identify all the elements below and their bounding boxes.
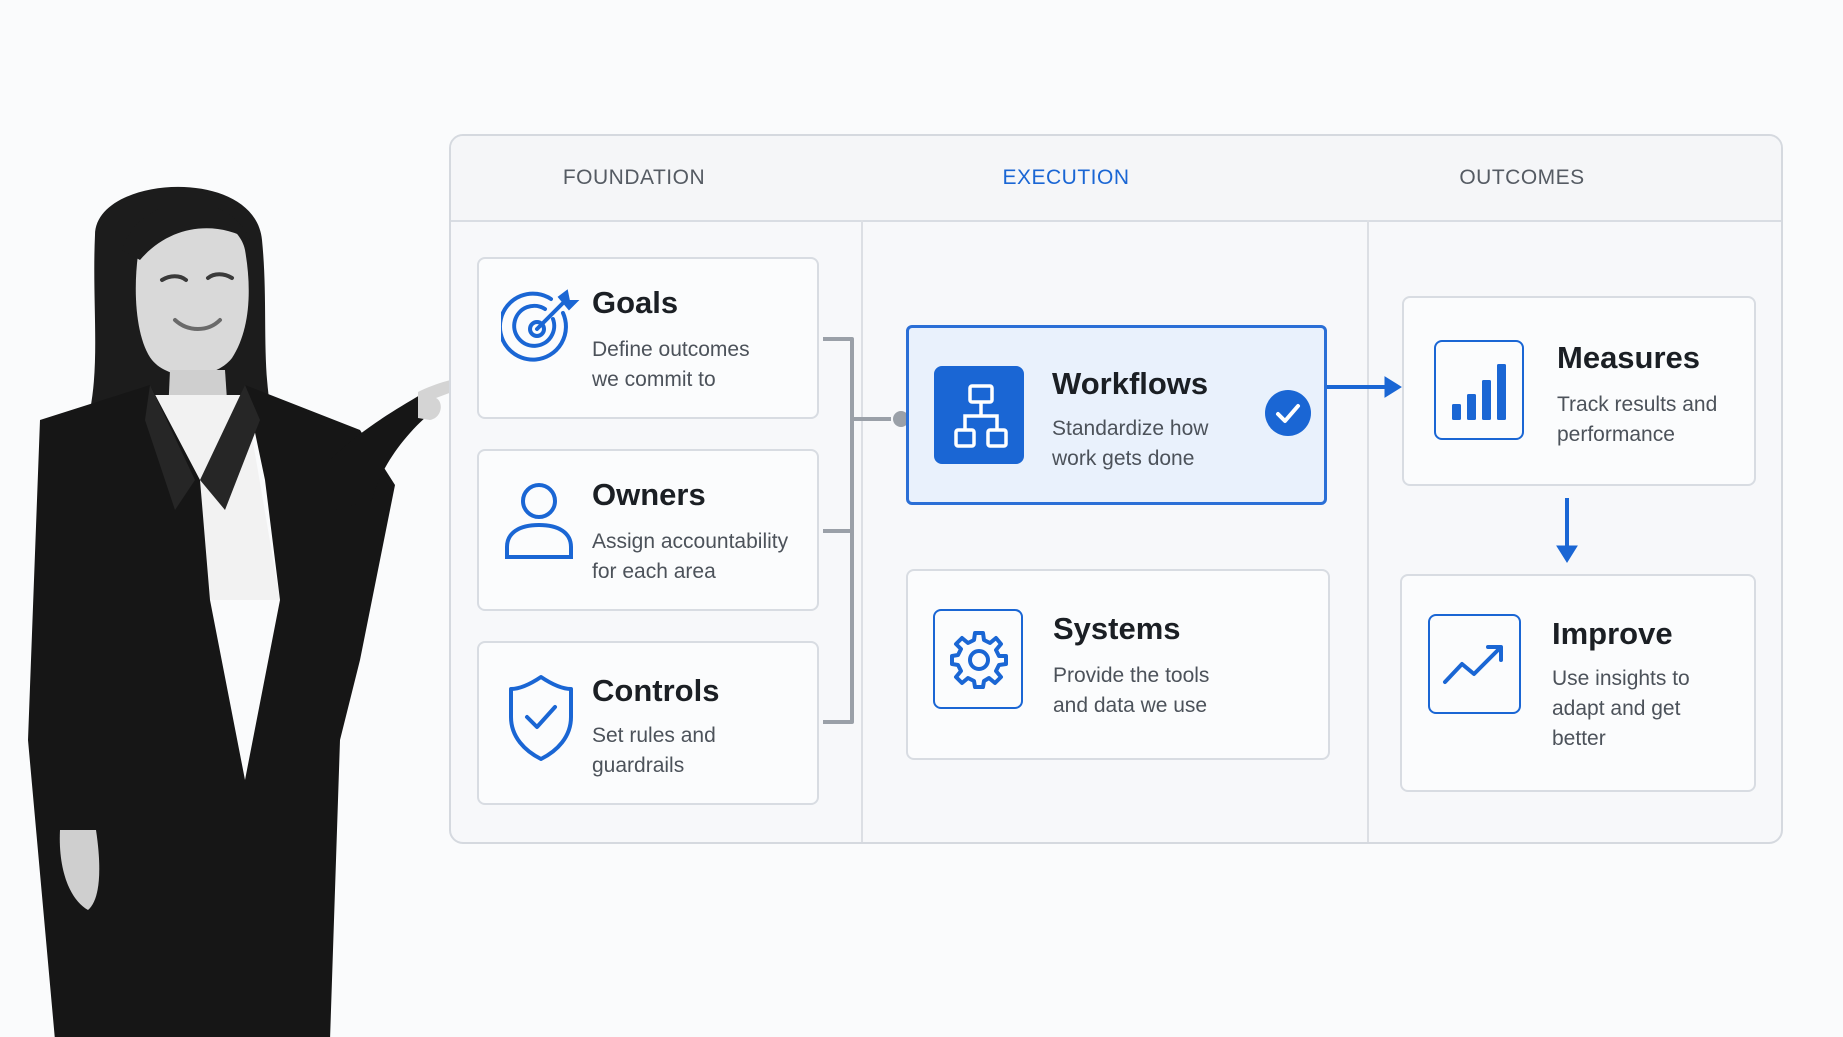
card-measures[interactable]: Measures Track results and performance: [1402, 296, 1756, 486]
panel-header: FOUNDATION EXECUTION OUTCOMES: [451, 136, 1781, 222]
card-title: Goals: [592, 285, 679, 320]
card-description: Standardize how work gets done: [1052, 417, 1209, 470]
checked-badge: [1265, 390, 1311, 436]
card-workflows[interactable]: Workflows Standardize how work gets done: [906, 325, 1327, 505]
column-title-execution: EXECUTION: [1002, 166, 1130, 189]
trend-up-icon: [1443, 645, 1503, 684]
hierarchy-icon: [954, 384, 1008, 448]
bar-chart-icon-box: [1434, 340, 1524, 440]
card-description: Provide the tools and data we use: [1053, 664, 1210, 717]
card-description: Define outcomes we commit to: [592, 338, 750, 391]
framework-panel: FOUNDATION EXECUTION OUTCOMES: [449, 134, 1783, 844]
card-title: Controls: [592, 673, 720, 708]
bar-chart-icon: [1452, 364, 1506, 420]
card-title: Measures: [1557, 340, 1701, 375]
checkmark-icon: [1276, 404, 1300, 423]
presenter-photo: [28, 186, 462, 1037]
card-description: Track results and performance: [1557, 393, 1718, 446]
column-divider: [1367, 220, 1369, 842]
person-icon: [505, 483, 573, 559]
card-title: Workflows: [1052, 366, 1209, 401]
column-title-foundation: FOUNDATION: [562, 166, 706, 189]
card-controls[interactable]: Controls Set rules and guardrails: [477, 641, 819, 805]
card-description: Use insights to adapt and get better: [1552, 667, 1690, 750]
column-divider: [861, 220, 863, 842]
card-improve[interactable]: Improve Use insights to adapt and get be…: [1400, 574, 1756, 792]
card-systems[interactable]: Systems Provide the tools and data we us…: [906, 569, 1330, 760]
trend-up-icon-box: [1428, 614, 1521, 714]
gear-icon: [950, 631, 1008, 689]
card-goals[interactable]: Goals Define outcomes we commit to: [477, 257, 819, 419]
gear-icon-box: [933, 609, 1023, 709]
column-title-outcomes: OUTCOMES: [1459, 166, 1585, 189]
target-icon: [501, 289, 580, 362]
card-title: Owners: [592, 477, 706, 512]
shield-check-icon: [509, 675, 573, 761]
card-title: Systems: [1053, 611, 1181, 646]
hierarchy-icon-box: [934, 366, 1024, 464]
card-description: Set rules and guardrails: [592, 724, 716, 777]
card-description: Assign accountability for each area: [592, 530, 789, 583]
card-owners[interactable]: Owners Assign accountability for each ar…: [477, 449, 819, 611]
card-title: Improve: [1552, 616, 1673, 651]
